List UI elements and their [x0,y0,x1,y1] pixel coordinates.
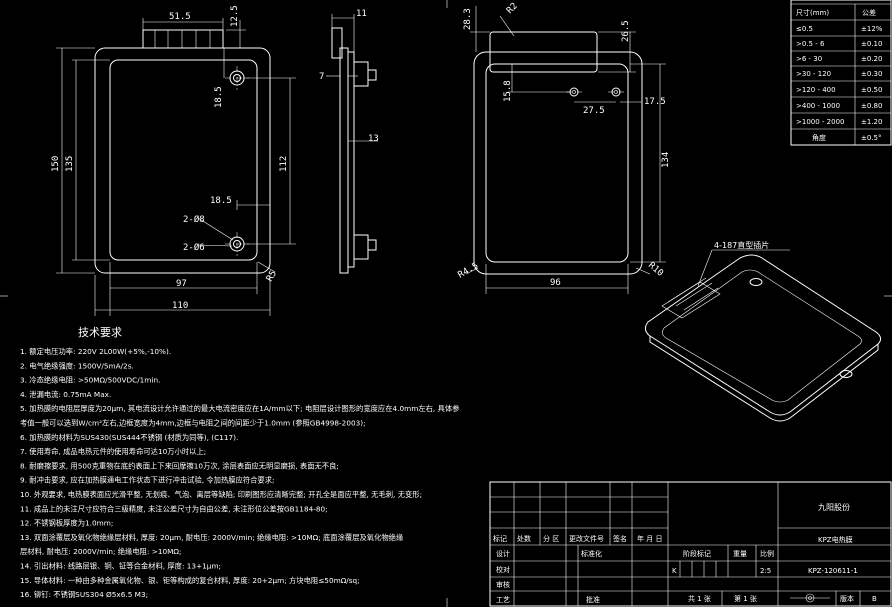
note-line: 4. 泄漏电流: 0.75mA Max. [20,390,111,399]
tb-stage-value: K [672,567,677,575]
dim-front-total-h: 150 [51,156,61,172]
dim-front-hole-small: 2-Ø6 [183,242,205,253]
tb-scale: 2:5 [760,567,771,575]
tb-company: 九阳股份 [818,502,850,512]
note-line: 1. 额定电压功率: 220V 2L00W(+5%,-10%). [20,347,171,356]
dim-back-slot-r: 17.5 [644,97,666,107]
dim-back-tab: 26.5 [621,20,631,42]
tol-r3-tol: ±0.30 [861,70,882,78]
tol-r5-size: >400 - 1000 [796,102,840,110]
dim-front-inner-w: 97 [176,279,187,289]
note-line: 10. 外观要求, 电热膜表面应光滑平整, 无划痕、气泡、离层等缺陷; 印刷图形… [20,490,422,499]
tb-row-review: 审核 [496,580,510,589]
note-line: 16. 铆钉: 不锈钢SUS304 Ø5x6.5 M3; [20,590,148,599]
dim-front-right-h: 112 [279,156,289,172]
note-line: 15. 导体材料: 一种由多种金属氧化物、银、钜等构成的复合材料, 厚度: 20… [20,576,360,585]
note-line: 14. 引出材料: 线路层银、铜、钲等合金材料, 厚度: 13+1μm; [20,562,221,571]
note-line: 2. 电气绝缘强度: 1500V/5mA/2s. [20,361,134,370]
dim-front-outer-w: 110 [172,301,188,311]
note-line: 13. 双面涂覆层及氧化物绝缘层材料, 厚度: 20μm, 耐电压: 2000V… [20,533,404,542]
notes-list: 1. 额定电压功率: 220V 2L00W(+5%,-10%). 2. 电气绝缘强… [20,347,460,599]
note-line: 层材料, 耐电压: 2000V/min; 绝缘电阻: >10MΩ; [20,547,181,556]
dim-back-slot-w: 27.5 [583,106,605,116]
note-line: 11. 成品上的未注尺寸应符合三级精度, 未注公差尺寸为自由公差, 未注形位公差… [20,504,328,513]
iso-view [644,249,882,422]
title-block [489,481,892,607]
tb-row-check: 校对 [496,565,510,574]
tol-r7-tol: ±0.5° [861,134,882,142]
dim-front-hole-h: 18.5 [210,196,232,206]
tol-r2-size: >6 - 30 [796,55,822,63]
dim-front-inner-h: 135 [65,156,75,172]
tb-col-zone: 分 区 [543,534,559,543]
dim-back-w: 96 [550,278,561,288]
dim-front-hole-big: 2-Ø8 [183,214,205,225]
tb-col-sign: 签名 [613,534,627,543]
tol-r4-tol: ±0.50 [861,86,882,94]
tol-r3-size: >30 - 120 [796,70,831,78]
note-line: 12. 不锈钢板厚度为1.0mm; [20,519,113,528]
note-line: 5. 加热膜的电阻层厚度为20μm, 其电流设计允许通过的最大电流密度应在1A/… [20,404,460,413]
tb-ratio: 比例 [760,549,774,558]
tb-col-date: 年 月 日 [637,534,662,543]
note-line: 9. 耐冲击要求, 应在加热膜通电工作状态下进行冲击试验, 令加热膜应符合要求; [20,476,275,485]
notes-title: 技术要求 [78,326,122,339]
dim-back-top: 28.3 [463,8,473,30]
tb-col-count: 处数 [517,534,531,543]
tb-version: 版本 [840,594,854,603]
tol-r0-tol: ±12% [861,25,883,33]
dim-back-radius: R2 [505,1,520,16]
tb-stage-mark: 阶段标记 [683,549,711,558]
dim-side-top: 11 [356,9,367,19]
tol-r6-size: >1000 - 2000 [796,118,844,126]
tol-r0-size: ≤0.5 [796,25,813,33]
note-line: 7. 使用寿命, 成品电热元件的使用寿命可达10万小时以上; [20,447,206,456]
side-view [326,14,378,274]
dim-front-top-height: 12.5 [230,5,240,27]
tb-col-mark: 标记 [493,534,507,543]
tol-r2-tol: ±0.20 [861,55,882,63]
note-line: 3. 冷态绝缘电阻: >50MΩ/500VDC/1min. [20,376,160,385]
tb-row-design: 设计 [496,549,510,558]
tb-total-sheets: 共 1 张 [688,594,711,603]
dim-side-right: 13 [368,134,379,144]
dim-back-r-left: R4.5 [457,261,481,281]
tb-standardize: 标准化 [581,549,602,558]
dim-back-h: 134 [661,152,671,168]
tb-col-change: 更改文件号 [569,534,604,543]
tol-r1-tol: ±0.10 [861,40,882,48]
front-view [56,18,296,316]
tol-r7-size: 角度 [812,133,826,142]
tb-row-process: 工艺 [496,596,510,604]
tb-weight: 重量 [733,550,747,558]
tol-r4-size: >120 - 400 [796,86,836,94]
tol-r6-tol: ±1.20 [861,118,882,126]
tb-sheet-no: 第 1 张 [734,594,757,603]
back-view [465,6,666,294]
iso-callout: 4-187直型插片 [714,240,769,250]
tolerance-table [790,0,892,146]
tol-r1-size: >0.5 - 6 [796,40,825,48]
dim-front-radius: R5 [265,269,279,283]
tol-header-size: 尺寸(mm) [796,8,829,17]
tol-r5-tol: ±0.80 [861,102,882,110]
dim-front-hole-v: 18.5 [214,86,224,108]
dim-side-left: 7 [319,72,324,82]
note-line: 8. 耐磨擦要求, 用500克重物在底约表面上下来回摩擦10万次, 涂层表面应无… [20,461,339,470]
tb-version-value: B [872,595,877,603]
tb-drawing-no: KPZ-120611-1 [808,567,858,575]
dim-back-r-right: R10 [646,261,665,279]
tb-part-name: KPZ电热膜 [818,535,853,544]
dim-back-slot-v: 15.8 [503,80,513,102]
note-line: 考值一般可以选到W/cm²左右,边框宽度为4mm,边框与电阻之间的间距少于1.0… [20,419,366,428]
note-line: 6. 加热膜的材料为SUS430(SUS444不锈钢 (材质为同等), (C11… [20,433,238,442]
tol-header-tol: 公差 [862,8,876,17]
dim-front-top-width: 51.5 [169,12,191,22]
tb-approve: 批准 [586,595,600,604]
